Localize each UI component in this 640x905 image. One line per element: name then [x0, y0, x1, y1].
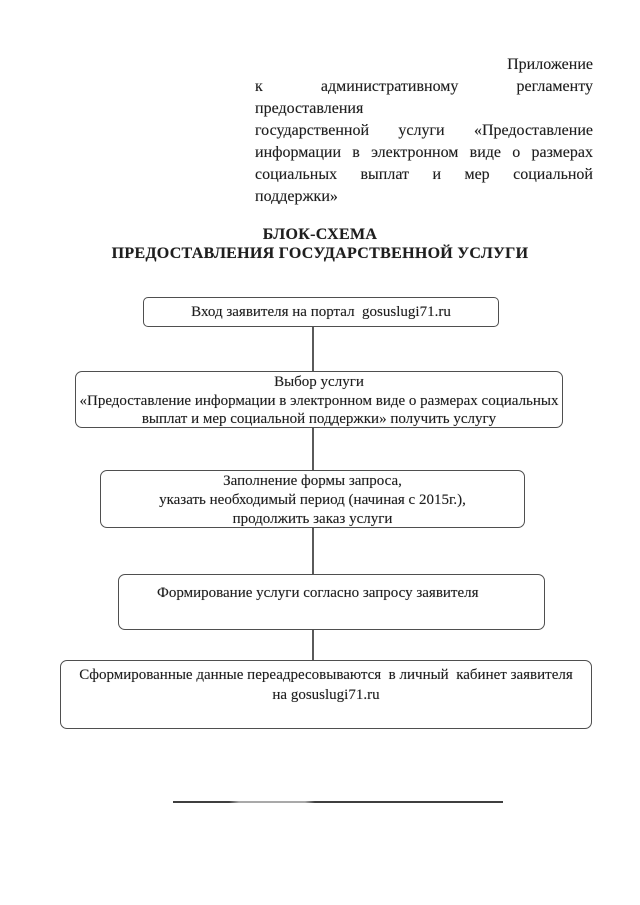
page-title-line-1: БЛОК-СХЕМА: [262, 226, 378, 243]
appendix-line: государственной услуги «Предоставление: [255, 122, 593, 139]
connector-line: [312, 428, 314, 470]
flowchart-node-request-form: Заполнение формы запроса, указать необхо…: [100, 470, 525, 528]
node-text: указать необходимый период (начиная с 20…: [159, 492, 466, 508]
node-text: Выбор услуги: [274, 374, 364, 390]
node-text: «Предоставление информации в электронном…: [79, 392, 559, 409]
flowchart-node-service-generation: Формирование услуги согласно запросу зая…: [118, 574, 545, 630]
flowchart-node-data-delivery: Сформированные данные переадресовываются…: [60, 660, 592, 729]
flowchart-node-service-selection: Выбор услуги «Предоставление информации …: [75, 371, 563, 428]
node-text: Формирование услуги согласно запросу зая…: [157, 585, 479, 601]
node-text: Вход заявителя на портал gosuslugi71.ru: [191, 303, 451, 320]
appendix-note: Приложение к административному регламент…: [255, 54, 593, 208]
node-text: Заполнение формы запроса,: [223, 473, 402, 489]
node-text: на gosuslugi71.ru: [272, 687, 380, 703]
connector-line: [312, 528, 314, 574]
page-title-line-2: ПРЕДОСТАВЛЕНИЯ ГОСУДАРСТВЕННОЙ УСЛУГИ: [111, 245, 529, 262]
flowchart-node-portal-login: Вход заявителя на портал gosuslugi71.ru: [143, 297, 499, 327]
footer-rule: [173, 801, 503, 803]
connector-line: [312, 630, 314, 660]
appendix-line: информации в электронном виде о размерах: [255, 144, 593, 161]
connector-line: [312, 327, 314, 371]
appendix-line: к административному регламенту предостав…: [255, 78, 593, 117]
appendix-line: социальных выплат и мер социальной подде…: [255, 166, 593, 205]
page-title: БЛОК-СХЕМА ПРЕДОСТАВЛЕНИЯ ГОСУДАРСТВЕННО…: [0, 225, 640, 263]
node-text: Сформированные данные переадресовываются…: [79, 667, 573, 683]
node-text: продолжить заказ услуги: [232, 511, 393, 527]
appendix-line: Приложение: [507, 56, 593, 73]
node-text: выплат и мер социальной поддержки» получ…: [141, 411, 497, 427]
